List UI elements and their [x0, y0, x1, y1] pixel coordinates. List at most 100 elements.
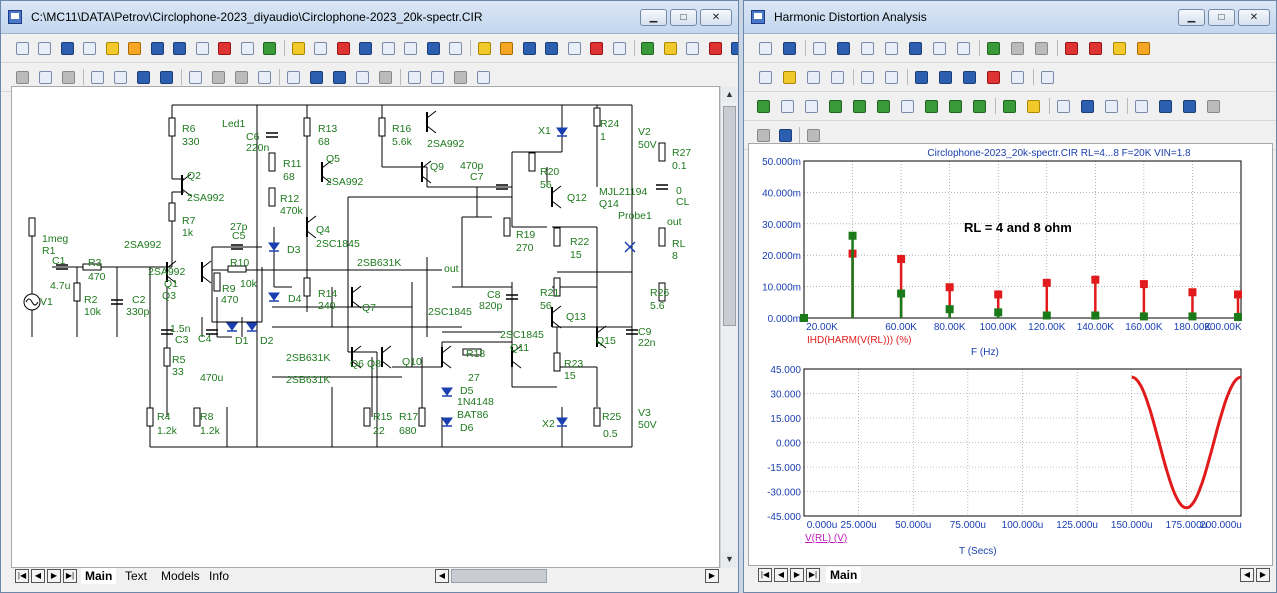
- toolbar-tool-icon[interactable]: [1008, 39, 1026, 57]
- toolbar-tool-icon[interactable]: [776, 126, 794, 144]
- toolbar-tool-icon[interactable]: [36, 68, 54, 86]
- tab-models[interactable]: Models: [161, 569, 200, 583]
- scroll-down-arrow[interactable]: ▼: [722, 552, 737, 567]
- schematic-vertical-scrollbar[interactable]: ▲ ▼: [720, 86, 738, 568]
- last-tab-button[interactable]: ▶|: [806, 568, 820, 582]
- toolbar-tool-icon[interactable]: [565, 39, 583, 57]
- toolbar-tool-icon[interactable]: [804, 126, 822, 144]
- toolbar-tool-icon[interactable]: [1180, 97, 1198, 115]
- toolbar-tool-icon[interactable]: [58, 39, 76, 57]
- toolbar-tool-icon[interactable]: [186, 68, 204, 86]
- toolbar-tool-icon[interactable]: [922, 97, 940, 115]
- hscroll-thumb[interactable]: [451, 569, 547, 583]
- toolbar-tool-icon[interactable]: [261, 39, 279, 57]
- toolbar-tool-icon[interactable]: [474, 68, 492, 86]
- toolbar-tool-icon[interactable]: [255, 68, 273, 86]
- toolbar-tool-icon[interactable]: [289, 39, 307, 57]
- toolbar-tool-icon[interactable]: [960, 68, 978, 86]
- toolbar-tool-icon[interactable]: [754, 97, 772, 115]
- toolbar-tool-icon[interactable]: [126, 39, 144, 57]
- toolbar-tool-icon[interactable]: [216, 39, 234, 57]
- toolbar-tool-icon[interactable]: [954, 39, 972, 57]
- toolbar-tool-icon[interactable]: [826, 97, 844, 115]
- toolbar-tool-icon[interactable]: [706, 39, 724, 57]
- prev-tab-button[interactable]: ◀: [774, 568, 788, 582]
- toolbar-tool-icon[interactable]: [1156, 97, 1174, 115]
- toolbar-tool-icon[interactable]: [780, 39, 798, 57]
- maximize-button[interactable]: □: [1208, 9, 1235, 26]
- toolbar-tool-icon[interactable]: [936, 68, 954, 86]
- toolbar-tool-icon[interactable]: [874, 97, 892, 115]
- toolbar-tool-icon[interactable]: [858, 39, 876, 57]
- toolbar-tool-icon[interactable]: [1204, 97, 1222, 115]
- toolbar-tool-icon[interactable]: [639, 39, 657, 57]
- analysis-plot-area[interactable]: Circlophone-2023_20k-spectr.CIR RL=4...8…: [748, 143, 1273, 566]
- toolbar-tool-icon[interactable]: [1062, 39, 1080, 57]
- toolbar-tool-icon[interactable]: [684, 39, 702, 57]
- toolbar-tool-icon[interactable]: [330, 68, 348, 86]
- toolbar-tool-icon[interactable]: [13, 68, 31, 86]
- toolbar-tool-icon[interactable]: [610, 39, 628, 57]
- toolbar-tool-icon[interactable]: [810, 39, 828, 57]
- toolbar-tool-icon[interactable]: [1038, 68, 1056, 86]
- next-tab-button[interactable]: ▶: [790, 568, 804, 582]
- toolbar-tool-icon[interactable]: [588, 39, 606, 57]
- toolbar-tool-icon[interactable]: [59, 68, 77, 86]
- toolbar-tool-icon[interactable]: [1078, 97, 1096, 115]
- toolbar-tool-icon[interactable]: [148, 39, 166, 57]
- toolbar-tool-icon[interactable]: [906, 39, 924, 57]
- toolbar-tool-icon[interactable]: [238, 39, 256, 57]
- toolbar-tool-icon[interactable]: [1102, 97, 1120, 115]
- toolbar-tool-icon[interactable]: [1024, 97, 1042, 115]
- toolbar-tool-icon[interactable]: [357, 39, 375, 57]
- toolbar-tool-icon[interactable]: [984, 39, 1002, 57]
- toolbar-tool-icon[interactable]: [402, 39, 420, 57]
- schematic-title-bar[interactable]: C:\MC11\DATA\Petrov\Circlophone-2023_diy…: [1, 1, 738, 34]
- toolbar-tool-icon[interactable]: [882, 68, 900, 86]
- toolbar-tool-icon[interactable]: [756, 68, 774, 86]
- toolbar-tool-icon[interactable]: [111, 68, 129, 86]
- toolbar-tool-icon[interactable]: [754, 126, 772, 144]
- toolbar-tool-icon[interactable]: [334, 39, 352, 57]
- toolbar-tool-icon[interactable]: [780, 68, 798, 86]
- toolbar-tool-icon[interactable]: [756, 39, 774, 57]
- analysis-title-bar[interactable]: Harmonic Distortion Analysis ▁ □ ✕: [744, 1, 1276, 34]
- minimize-button[interactable]: ▁: [640, 9, 667, 26]
- toolbar-tool-icon[interactable]: [353, 68, 371, 86]
- toolbar-tool-icon[interactable]: [424, 39, 442, 57]
- toolbar-tool-icon[interactable]: [1000, 97, 1018, 115]
- last-tab-button[interactable]: ▶|: [63, 569, 77, 583]
- toolbar-tool-icon[interactable]: [405, 68, 423, 86]
- toolbar-tool-icon[interactable]: [520, 39, 538, 57]
- toolbar-tool-icon[interactable]: [1132, 97, 1150, 115]
- scroll-thumb[interactable]: [723, 106, 736, 326]
- toolbar-tool-icon[interactable]: [498, 39, 516, 57]
- toolbar-tool-icon[interactable]: [1110, 39, 1128, 57]
- toolbar-tool-icon[interactable]: [804, 68, 822, 86]
- toolbar-tool-icon[interactable]: [970, 97, 988, 115]
- toolbar-tool-icon[interactable]: [850, 97, 868, 115]
- hscroll-right-arrow[interactable]: ▶: [1256, 568, 1270, 582]
- toolbar-tool-icon[interactable]: [475, 39, 493, 57]
- toolbar-tool-icon[interactable]: [661, 39, 679, 57]
- toolbar-tool-icon[interactable]: [828, 68, 846, 86]
- toolbar-tool-icon[interactable]: [1032, 39, 1050, 57]
- toolbar-tool-icon[interactable]: [802, 97, 820, 115]
- toolbar-tool-icon[interactable]: [1134, 39, 1152, 57]
- toolbar-tool-icon[interactable]: [171, 39, 189, 57]
- toolbar-tool-icon[interactable]: [882, 39, 900, 57]
- toolbar-tool-icon[interactable]: [232, 68, 250, 86]
- toolbar-tool-icon[interactable]: [81, 39, 99, 57]
- toolbar-tool-icon[interactable]: [1086, 39, 1104, 57]
- hscroll-right-arrow[interactable]: ▶: [705, 569, 719, 583]
- toolbar-tool-icon[interactable]: [930, 39, 948, 57]
- toolbar-tool-icon[interactable]: [193, 39, 211, 57]
- toolbar-tool-icon[interactable]: [898, 97, 916, 115]
- toolbar-tool-icon[interactable]: [912, 68, 930, 86]
- tab-main[interactable]: Main: [81, 568, 117, 584]
- tab-text[interactable]: Text: [125, 569, 148, 583]
- hscroll-left-arrow[interactable]: ◀: [1240, 568, 1254, 582]
- toolbar-tool-icon[interactable]: [428, 68, 446, 86]
